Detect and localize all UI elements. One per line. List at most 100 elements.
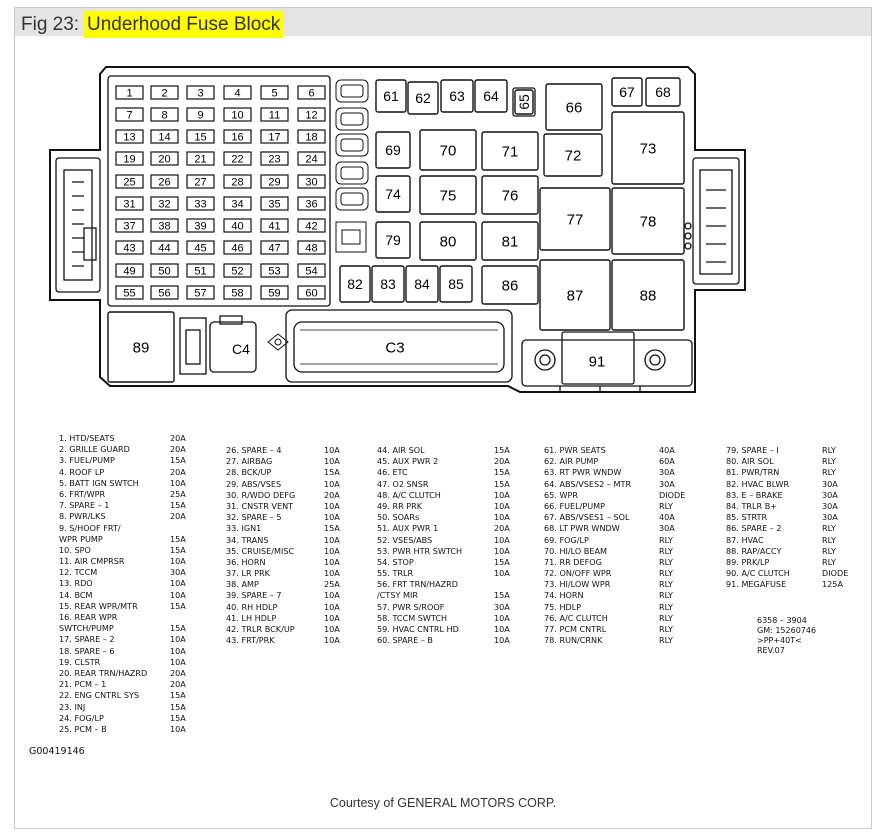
fuse-box-74: 74 — [375, 175, 411, 213]
legend-label: WPR PUMP — [59, 533, 103, 544]
fuse-60: 60 — [297, 285, 326, 300]
fuse-38: 38 — [150, 218, 179, 233]
fuse-box-65: 65 — [514, 89, 534, 115]
legend-rating: 15A — [324, 523, 340, 534]
legend-label: 25. PCM – B — [59, 723, 107, 734]
svg-text:32: 32 — [158, 199, 170, 211]
legend-rating: 10A — [170, 656, 186, 667]
fuse-56: 56 — [150, 285, 179, 300]
legend-rating: 15A — [494, 445, 510, 455]
legend-label: 12. TCCM — [59, 567, 98, 578]
legend-label: 22. ENG CNTRL SYS — [59, 690, 140, 701]
legend-label: 66. FUEL/PUMP — [544, 500, 606, 511]
legend-label: 69. FOG/LP — [544, 534, 589, 545]
svg-text:21: 21 — [194, 154, 206, 166]
svg-text:59: 59 — [268, 288, 280, 300]
fuse-box-62: 62 — [407, 81, 439, 115]
legend-rating: 10A — [324, 500, 340, 511]
svg-text:54: 54 — [305, 266, 317, 278]
fuse-box-91: 91 — [589, 353, 606, 370]
legend-rating: 10A — [324, 556, 340, 567]
legend-rating: 10A — [324, 512, 340, 523]
legend-rating: 15A — [170, 600, 186, 611]
legend-label: 70. HI/LO BEAM — [544, 545, 607, 556]
svg-text:1: 1 — [126, 88, 132, 100]
legend-label: 33. IGN1 — [226, 523, 262, 534]
fuse-33: 33 — [186, 196, 215, 211]
legend-label: 84. TRLR B+ — [726, 500, 778, 511]
legend-rating: 60A — [659, 456, 675, 467]
fuse-10: 10 — [223, 107, 252, 122]
legend-label: 76. A/C CLUTCH — [544, 612, 608, 623]
legend-rating: RLY — [659, 635, 674, 646]
legend-label: 27. AIRBAG — [226, 456, 273, 467]
svg-text:26: 26 — [158, 177, 170, 189]
legend-rating: 30A — [822, 489, 838, 500]
svg-text:88: 88 — [640, 287, 657, 304]
legend-label: 37. LR PRK — [226, 568, 270, 579]
svg-text:9: 9 — [197, 110, 203, 122]
svg-text:52: 52 — [231, 266, 243, 278]
figure-title: Underhood Fuse Block — [84, 11, 284, 38]
legend-rating: 15A — [170, 623, 186, 634]
courtesy-line: Courtesy of GENERAL MOTORS CORP. — [329, 796, 557, 810]
fuse-58: 58 — [223, 285, 252, 300]
svg-text:46: 46 — [231, 243, 243, 255]
legend-rating: RLY — [822, 545, 837, 556]
legend-label: 34. TRANS — [226, 534, 269, 545]
svg-text:64: 64 — [483, 88, 499, 104]
legend-rating: 20A — [170, 511, 186, 522]
legend-label: 68. LT PWR WNDW — [544, 523, 620, 534]
legend-label: 81. PWR/TRN — [726, 467, 780, 478]
legend-rating: 20A — [494, 456, 510, 467]
legend-label: 65. WPR — [544, 489, 578, 500]
svg-text:27: 27 — [194, 177, 206, 189]
fuse-19: 19 — [115, 151, 144, 166]
svg-text:77: 77 — [567, 211, 584, 228]
legend-rating: 10A — [170, 723, 186, 734]
legend-rating: 30A — [822, 500, 838, 511]
legend-rating: 10A — [170, 556, 186, 567]
legend-label: 86. SPARE – 2 — [726, 523, 782, 534]
svg-text:35: 35 — [268, 199, 280, 211]
legend-rating: 10A — [324, 445, 340, 455]
legend-rating: RLY — [822, 445, 837, 455]
legend-rating: RLY — [822, 467, 837, 478]
svg-text:28: 28 — [231, 177, 243, 189]
svg-text:10: 10 — [231, 110, 243, 122]
fuse-box-80: 80 — [419, 221, 477, 261]
fuse-18: 18 — [297, 129, 326, 144]
legend-label: 56. FRT TRN/HAZRD — [377, 579, 459, 590]
legend-label: 91. MEGAFUSE — [726, 579, 787, 590]
legend-label: 2. GRILLE GUARD — [59, 444, 130, 455]
svg-text:14: 14 — [158, 132, 170, 144]
legend-label: 60. SPARE – B — [377, 635, 433, 646]
legend-rating: 20A — [324, 489, 340, 500]
legend-label: 61. PWR SEATS — [544, 445, 606, 455]
legend-rating: 15A — [494, 556, 510, 567]
svg-text:68: 68 — [655, 84, 671, 100]
legend-label: 18. SPARE – 6 — [59, 645, 115, 656]
fuse-45: 45 — [186, 240, 215, 255]
legend-rating: 30A — [170, 567, 186, 578]
fuse-13: 13 — [115, 129, 144, 144]
fuse-box-84: 84 — [405, 265, 439, 303]
fuse-5: 5 — [260, 85, 289, 100]
legend-label: 23. INJ — [59, 701, 86, 712]
legend-rating: RLY — [659, 500, 674, 511]
legend-rating: 20A — [170, 433, 186, 443]
legend-rating: 30A — [822, 512, 838, 523]
svg-text:43: 43 — [123, 243, 135, 255]
legend-label: 58. TCCM SWTCH — [377, 612, 448, 623]
legend-label: 49. RR PRK — [377, 500, 423, 511]
svg-text:17: 17 — [268, 132, 280, 144]
legend-label: 89. PRK/LP — [726, 556, 770, 567]
legend-label: 83. E – BRAKE — [726, 489, 783, 500]
legend-rating: RLY — [659, 545, 674, 556]
legend-rating: 125A — [822, 579, 843, 590]
svg-text:23: 23 — [268, 154, 280, 166]
svg-text:12: 12 — [305, 110, 317, 122]
svg-text:42: 42 — [305, 221, 317, 233]
legend-rating: 10A — [324, 456, 340, 467]
svg-text:75: 75 — [440, 187, 457, 204]
